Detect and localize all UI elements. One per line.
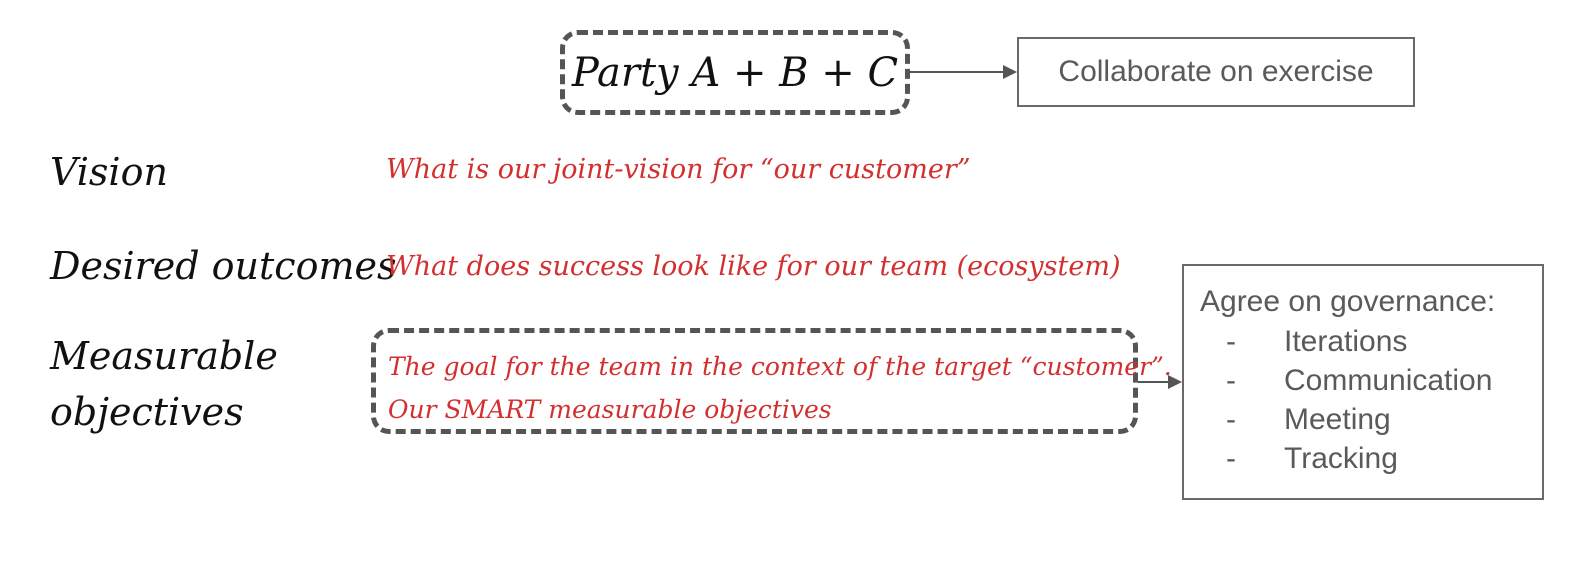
governance-item: - Meeting: [1200, 400, 1542, 439]
party-to-collaborate-arrowhead: [1003, 65, 1017, 79]
vision-label: Vision: [50, 150, 168, 194]
objectives-text-line2: Our SMART measurable objectives: [388, 395, 832, 424]
measurable-objectives-label-line1: Measurable: [50, 334, 278, 378]
collaborate-box-label: Collaborate on exercise: [1058, 55, 1374, 88]
governance-item-label: Iterations: [1284, 325, 1408, 358]
governance-item: - Iterations: [1200, 322, 1542, 361]
governance-bullet: -: [1226, 325, 1236, 358]
governance-item-label: Meeting: [1284, 403, 1391, 436]
governance-bullet: -: [1226, 442, 1236, 475]
desired-outcomes-text: What does success look like for our team…: [386, 251, 1121, 282]
governance-bullet: -: [1226, 403, 1236, 436]
party-to-collaborate-arrow-line: [910, 71, 1005, 73]
governance-item: - Tracking: [1200, 439, 1542, 478]
governance-box: Agree on governance: - Iterations - Comm…: [1182, 264, 1544, 500]
governance-item: - Communication: [1200, 361, 1542, 400]
collaborate-box: Collaborate on exercise: [1017, 37, 1415, 107]
party-box-label: Party A + B + C: [571, 49, 899, 96]
governance-item-label: Communication: [1284, 364, 1493, 397]
objectives-to-governance-arrow-line: [1138, 381, 1170, 383]
objectives-text-line1: The goal for the team in the context of …: [388, 352, 1172, 381]
objectives-to-governance-arrowhead: [1168, 375, 1182, 389]
objectives-box: The goal for the team in the context of …: [371, 328, 1172, 434]
governance-item-label: Tracking: [1284, 442, 1398, 475]
governance-title: Agree on governance:: [1200, 285, 1496, 318]
measurable-objectives-label-line2: objectives: [50, 390, 244, 434]
vision-text: What is our joint-vision for “our custom…: [386, 154, 971, 185]
party-box: Party A + B + C: [560, 30, 910, 115]
desired-outcomes-label: Desired outcomes: [50, 244, 397, 288]
governance-bullet: -: [1226, 364, 1236, 397]
